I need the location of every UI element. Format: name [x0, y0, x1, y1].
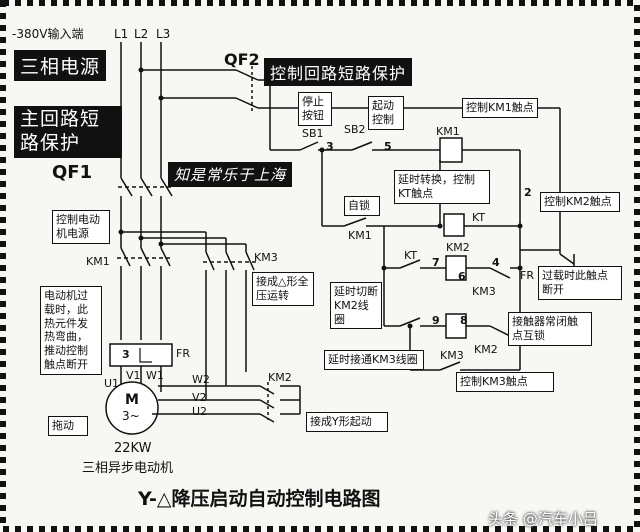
km3-nc-contact [489, 267, 511, 279]
interlock-label: 接触器常闭触点互锁 [508, 312, 592, 346]
self-lock-label: 自锁 [344, 196, 380, 216]
km3-holding-contact [439, 361, 461, 371]
km1-coil-label: KM1 [436, 125, 460, 138]
fr-contact-label: FR [520, 269, 534, 282]
km1-main-contacts [120, 247, 171, 267]
km1-self-lock-label: KM1 [348, 229, 372, 242]
overload-break-label: 过载时此触点断开 [538, 266, 622, 300]
node-3: 3 [326, 140, 334, 153]
kt-coil [443, 213, 465, 237]
km3-main-contacts [205, 251, 255, 271]
delay-switch-label: 延时转换，控制KT触点 [394, 170, 490, 204]
control-km3-contact-label: 控制KM3触点 [456, 372, 554, 392]
km2-star-label: KM2 [268, 371, 292, 384]
kt-contact-label: KT [404, 249, 418, 262]
sb2-contact [351, 141, 373, 151]
km1-main-label: KM1 [86, 255, 110, 268]
control-km2-contact-label: 控制KM2触点 [540, 192, 620, 212]
control-motor-power-label: 控制电动机电源 [52, 210, 110, 244]
km3-coil-label: KM3 [440, 349, 464, 362]
node-2: 2 [524, 186, 532, 199]
power-label: 22KW [114, 441, 152, 456]
qf2-contacts [235, 69, 259, 109]
node-4: 4 [492, 256, 500, 269]
fr-relay-label: FR [176, 347, 190, 360]
async-motor-label: 三相异步电动机 [82, 461, 174, 476]
km3-nc-label: KM3 [472, 285, 496, 298]
kt-delay-break-contact [399, 259, 421, 269]
qf2-label: QF2 [224, 50, 260, 69]
km2-nc-contact [489, 325, 511, 337]
kt-delay-make-contact [399, 317, 421, 327]
node-7: 7 [432, 256, 440, 269]
delay-cut-km2-label: 延时切断KM2线圈 [330, 282, 382, 330]
drive-label: 拖动 [48, 416, 88, 436]
relay-number: 3 [122, 348, 130, 361]
km1-self-lock-contact [343, 217, 367, 227]
node-9: 9 [432, 314, 440, 327]
delta-full-run-label: 接成△形全压运转 [252, 272, 314, 306]
start-control-label: 起动控制 [368, 96, 404, 130]
sb1-label: SB1 [302, 127, 324, 140]
qf1-label: QF1 [52, 162, 93, 183]
motor-symbol [105, 381, 159, 435]
motor-overload-label: 电动机过载时，此热元件发热弯曲，推动控制触点断开 [40, 286, 102, 375]
diagram-title: Y-△降压启动自动控制电路图 [138, 488, 381, 510]
km3-main-label: KM3 [254, 251, 278, 264]
main-short-protect-label: 主回路短路保护 [14, 106, 122, 158]
v2-label: V2 [192, 391, 207, 404]
km2-coil-label: KM2 [446, 241, 470, 254]
stop-button-label: 停止按钮 [298, 92, 332, 126]
node-8: 8 [460, 314, 468, 327]
watermark: 头条 @汽车小吕 [488, 510, 598, 528]
v1-label: V1 [126, 369, 141, 382]
fr-relay-block [109, 343, 173, 367]
u2-label: U2 [192, 405, 208, 418]
kt-coil-label: KT [472, 211, 486, 224]
node-5: 5 [384, 140, 392, 153]
sb1-contact [299, 141, 319, 151]
three-phase-power-label: 三相电源 [14, 50, 107, 81]
node-6: 6 [458, 270, 466, 283]
km2-star-contacts [259, 385, 275, 423]
control-km1-contact-label: 控制KM1触点 [462, 98, 538, 118]
motor-m-label: M [125, 392, 139, 408]
u1-label: U1 [104, 377, 120, 390]
sb2-label: SB2 [344, 123, 366, 136]
l1-label: L1 [114, 27, 129, 41]
input-label: -380V输入端 [12, 27, 84, 41]
control-short-protect-label: 控制回路短路保护 [264, 58, 413, 86]
w2-label: W2 [192, 373, 210, 386]
km1-coil [439, 137, 463, 163]
km2-nc-label: KM2 [474, 343, 498, 356]
motor-3-label: 3~ [122, 409, 140, 423]
delay-on-km3-label: 延时接通KM3线圈 [324, 350, 424, 370]
zhihu-author-label: 知是常乐于上海 [168, 162, 293, 187]
l2-label: L2 [134, 27, 149, 41]
l3-label: L3 [156, 27, 171, 41]
star-start-label: 接成Y形起动 [306, 412, 388, 432]
w1-label: W1 [146, 369, 164, 382]
